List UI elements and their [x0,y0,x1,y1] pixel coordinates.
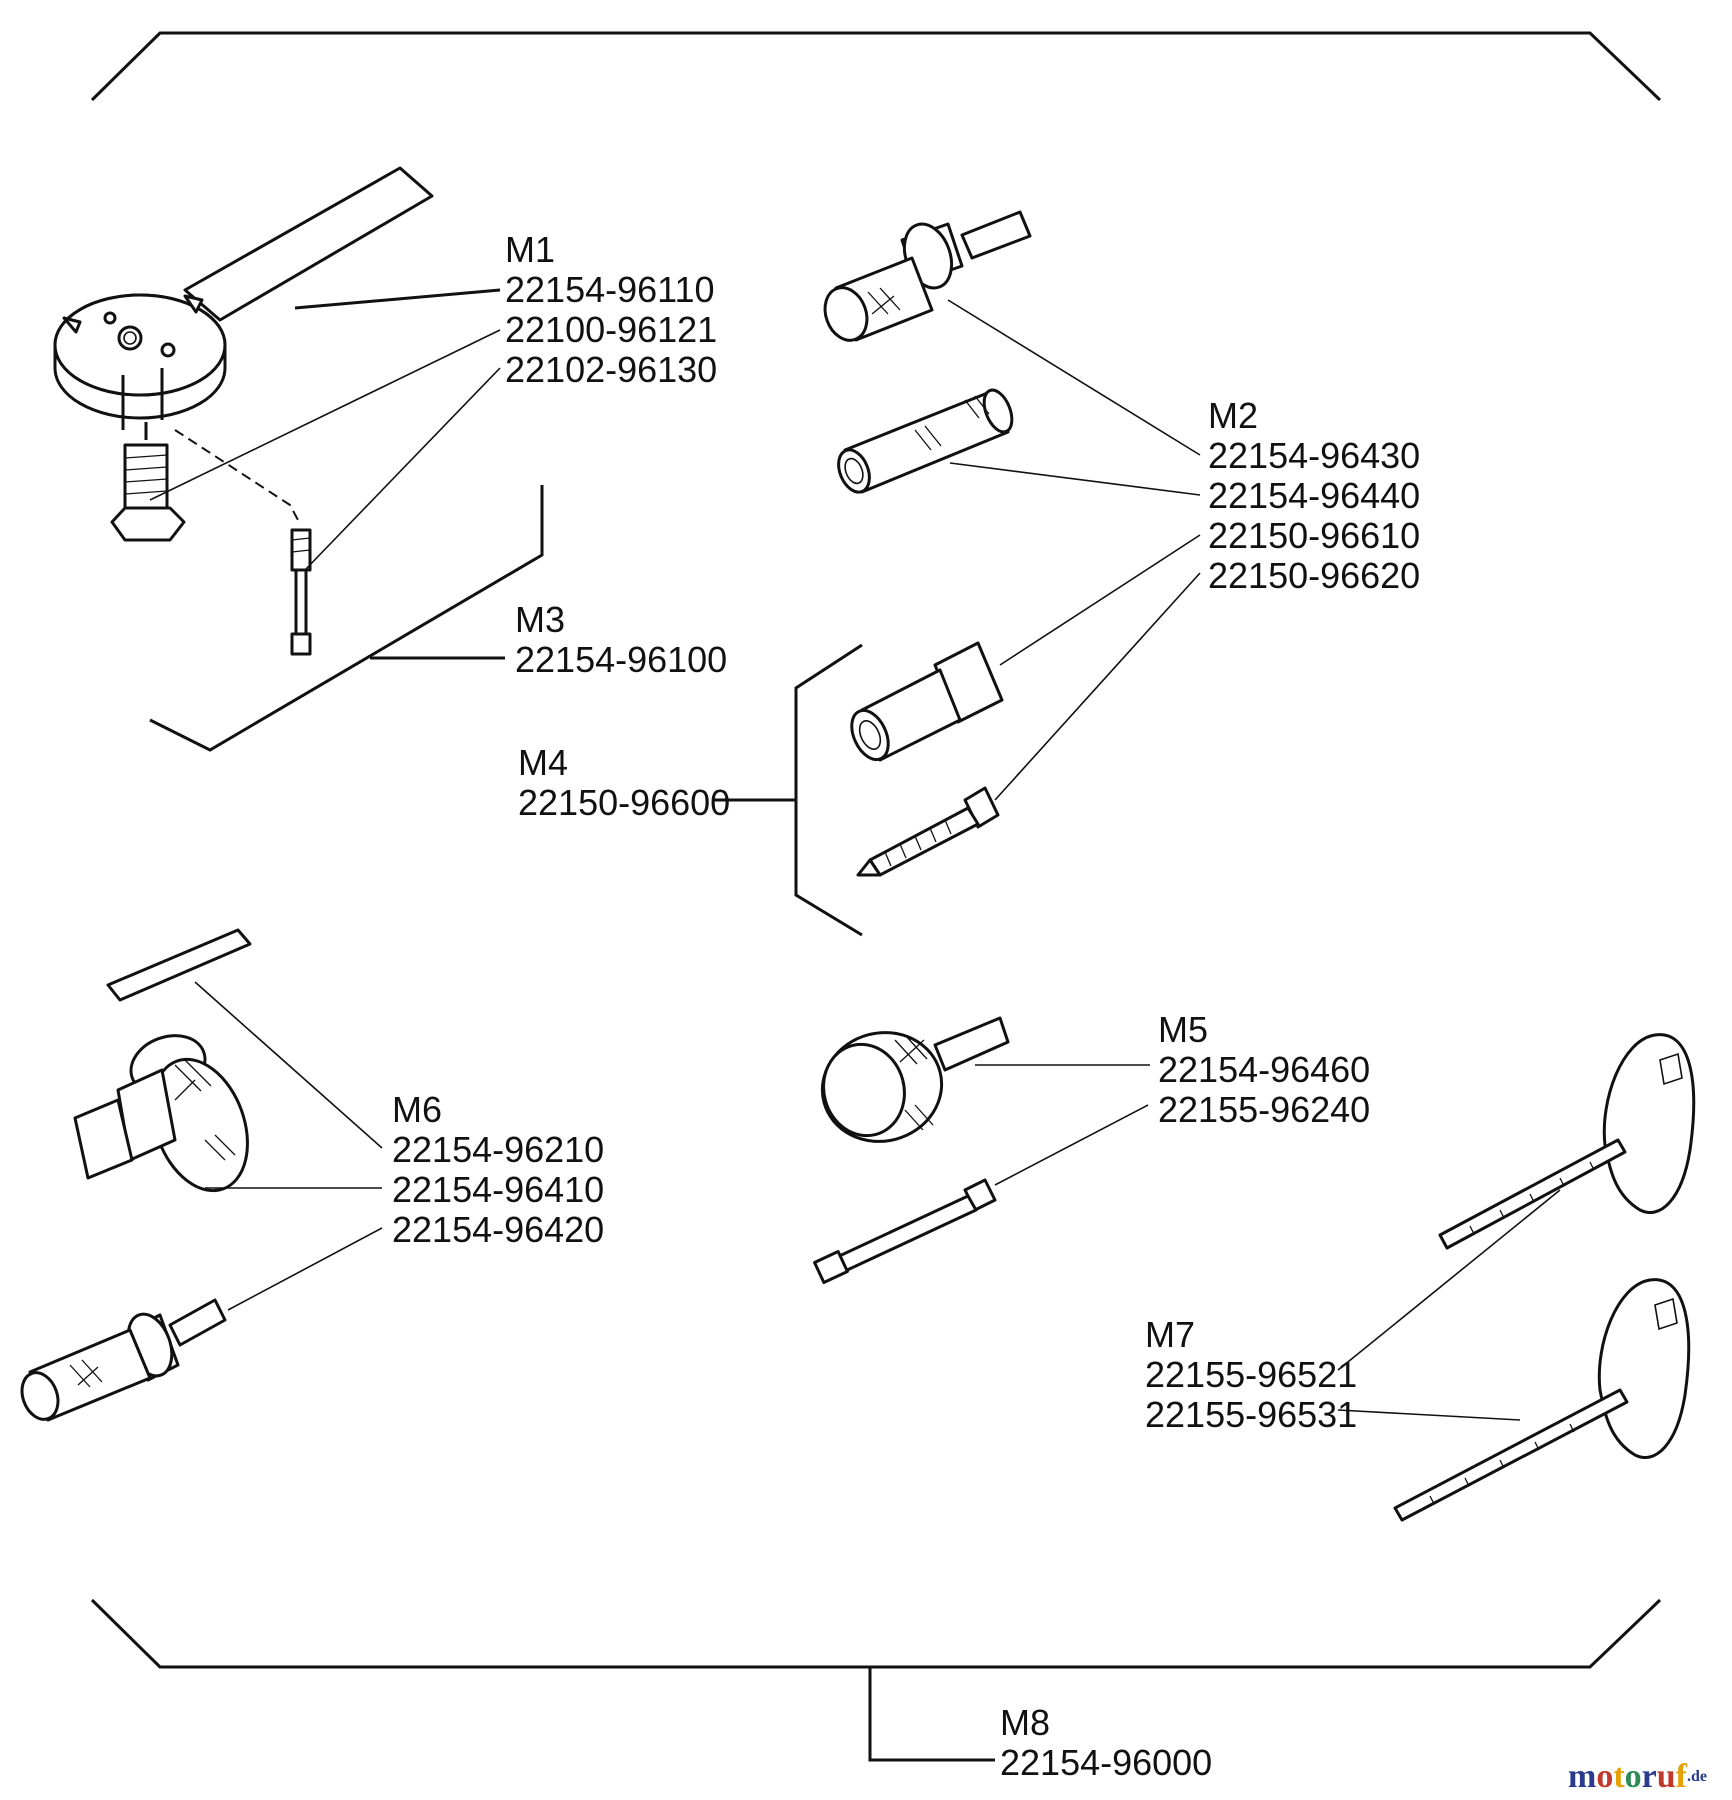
m4-part-number: 22150-96600 [518,782,730,823]
holder-wrench-drawing [53,166,434,430]
m2-part-number: 22150-96620 [1208,555,1420,596]
m4-group-label: M4 [518,742,568,783]
m3-bracket [149,485,544,752]
m3-labels: M3 22154-96100 [515,599,727,680]
svg-text:motoruf.de: motoruf.de [1568,1758,1707,1795]
m2-labels: M2 22154-96430 22154-96440 22150-96610 2… [1208,395,1420,596]
holder-bolt-drawing [110,422,186,542]
m6-part-number: 22154-96210 [392,1129,604,1170]
m7-labels: M7 22155-96521 22155-96531 [1145,1314,1357,1435]
m7-leaders [1337,1189,1561,1421]
m1-labels: M1 22154-96110 22100-96121 22102-96130 [505,229,717,390]
holder-pin-drawing [290,528,312,656]
watermark-logo: motoruf.de [1568,1758,1707,1795]
m5-group-label: M5 [1158,1009,1208,1050]
m6-group-label: M6 [392,1089,442,1130]
m8-labels: M8 22154-96000 [1000,1702,1212,1783]
puller-screw-drawing [856,786,1000,877]
piston-pin-drawing [20,1298,227,1422]
m5-leaders [975,1064,1150,1186]
m2-group-label: M2 [1208,395,1258,436]
m1-part-number: 22154-96110 [505,269,715,310]
m5-labels: M5 22154-96460 22155-96240 [1158,1009,1370,1130]
m8-group-label: M8 [1000,1702,1050,1743]
m1-part-number: 22102-96130 [505,349,717,390]
sleeve-drawing [837,388,1014,494]
m3-group-label: M3 [515,599,565,640]
watermark-suffix: .de [1687,1768,1707,1785]
m6-labels: M6 22154-96210 22154-96410 22154-96420 [392,1089,604,1250]
feeler-strip-drawing [106,928,252,1002]
m7-part-number: 22155-96531 [1145,1394,1357,1435]
installer-piston-drawing [823,210,1032,342]
puller-drawing [850,641,1004,762]
driver-socket-drawing [73,1034,249,1193]
t-handle-tool-drawing [1393,1278,1691,1522]
m7-part-number: 22155-96521 [1145,1354,1357,1395]
m1-part-number: 22100-96121 [505,309,717,350]
m3-part-number: 22154-96100 [515,639,727,680]
m4-bracket [712,643,863,937]
m6-part-number: 22154-96420 [392,1209,604,1250]
m7-group-label: M7 [1145,1314,1195,1355]
m2-part-number: 22154-96430 [1208,435,1420,476]
m6-leaders [194,981,383,1311]
m6-part-number: 22154-96410 [392,1169,604,1210]
guide-rod-drawing [813,1178,997,1284]
m2-part-number: 22150-96610 [1208,515,1420,556]
m5-part-number: 22154-96460 [1158,1049,1370,1090]
watermark-brand: motoruf [1568,1758,1688,1795]
m2-leaders [947,299,1201,801]
kit-frame [90,31,1662,1762]
m1-group-label: M1 [505,229,555,270]
m2-part-number: 22154-96440 [1208,475,1420,516]
installer-cap-drawing [820,1016,1010,1143]
m1-leaders [149,288,501,571]
t-handle-tool-drawing [1438,1033,1696,1250]
m8-part-number: 22154-96000 [1000,1742,1212,1783]
m4-labels: M4 22150-96600 [518,742,730,823]
m5-part-number: 22155-96240 [1158,1089,1370,1130]
